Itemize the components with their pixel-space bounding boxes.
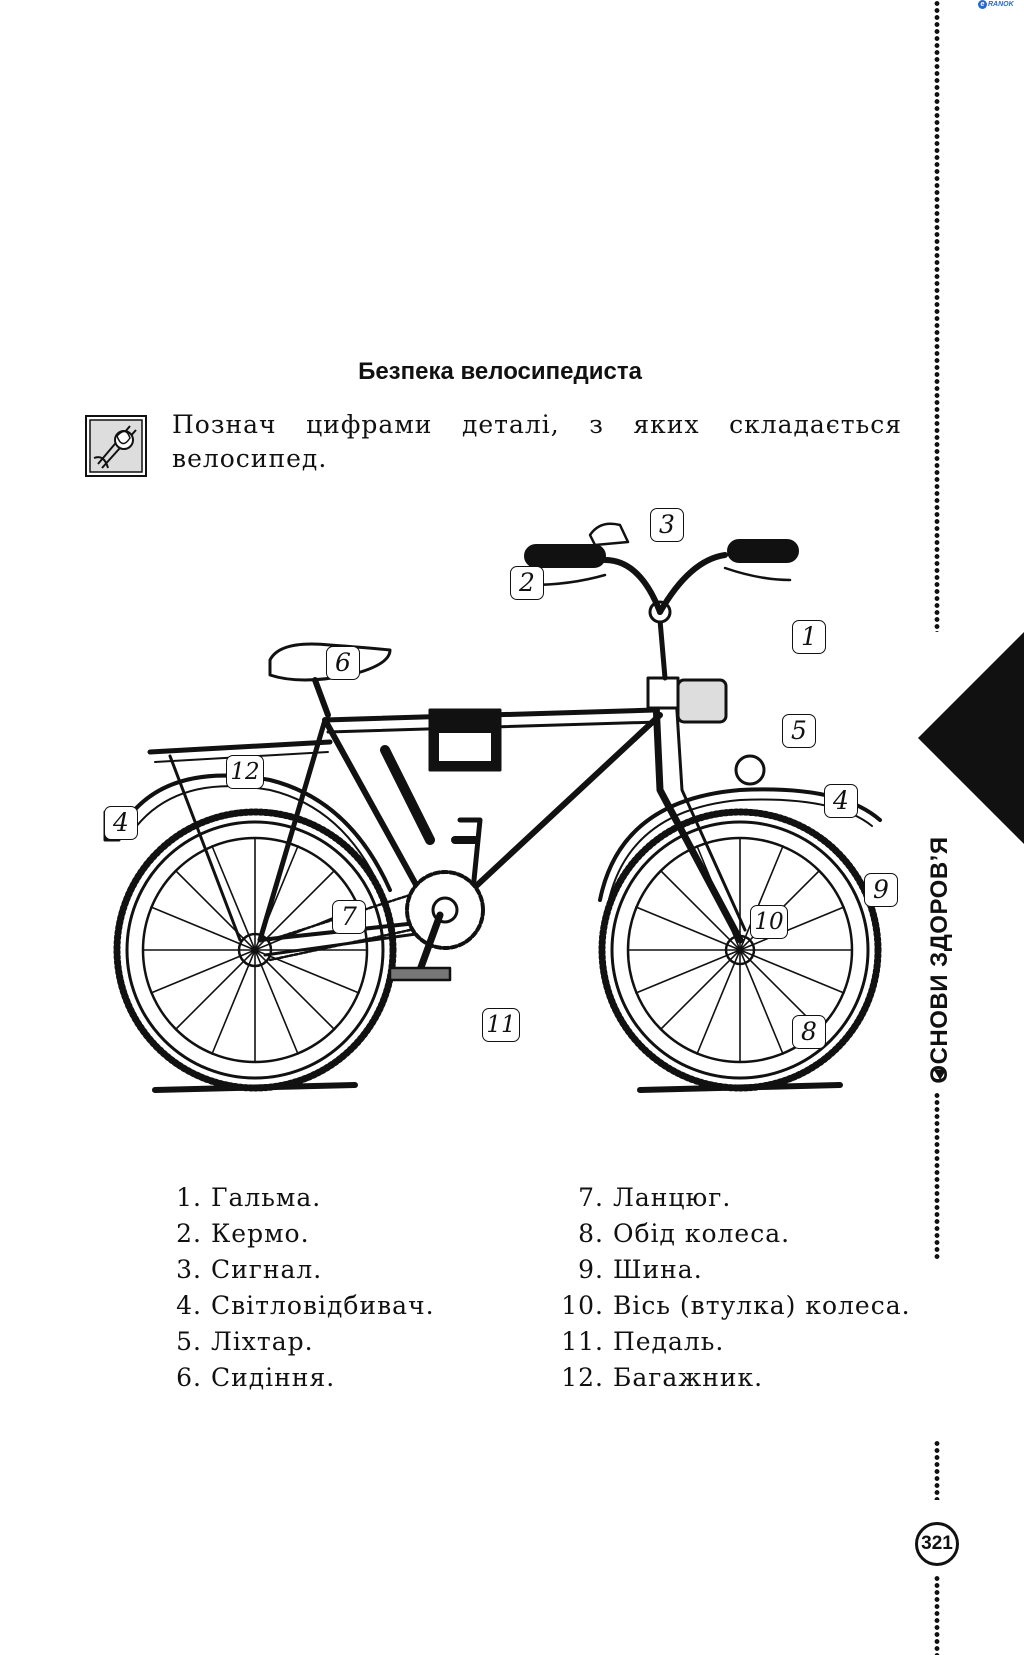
page-title: Безпека велосипедиста xyxy=(358,358,642,385)
list-item: 5. Ліхтар. xyxy=(176,1327,314,1356)
dotted-rule xyxy=(934,1092,940,1260)
diagram-label: 2 xyxy=(510,566,544,600)
dotted-rule xyxy=(934,0,940,632)
list-item: 6. Сидіння. xyxy=(176,1363,336,1392)
diagram-label: 1 xyxy=(792,620,826,654)
list-item: 3. Сигнал. xyxy=(176,1255,323,1284)
pencil-task-icon xyxy=(84,414,148,478)
side-section-title: ОСНОВИ ЗДОРОВ’Я xyxy=(926,836,953,1084)
list-item: 8. Обід колеса. xyxy=(578,1219,791,1248)
arrow-icon xyxy=(934,1070,946,1080)
diagram-label: 7 xyxy=(332,900,366,934)
dotted-rule xyxy=(934,1575,940,1655)
bicycle-diagram xyxy=(103,522,882,1093)
list-item: 10. Вісь (втулка) колеса. xyxy=(561,1291,911,1320)
list-item: 4. Світловідбивач. xyxy=(176,1291,435,1320)
diagram-label: 10 xyxy=(750,905,788,939)
diagram-label: 3 xyxy=(650,508,684,542)
list-item: 7. Ланцюг. xyxy=(578,1183,732,1212)
diagram-label: 9 xyxy=(864,873,898,907)
list-item: 1. Гальма. xyxy=(176,1183,322,1212)
diagram-label: 12 xyxy=(226,755,264,789)
list-item: 2. Кермо. xyxy=(176,1219,310,1248)
diagram-label: 5 xyxy=(782,714,816,748)
parts-list-left: 1. Гальма. 2. Кермо. 3. Сигнал. 4. Світл… xyxy=(172,1180,492,1396)
list-item: 9. Шина. xyxy=(578,1255,703,1284)
dotted-rule xyxy=(934,1440,940,1500)
diagram-label: 8 xyxy=(792,1015,826,1049)
list-item: 12. Багажник. xyxy=(561,1363,764,1392)
list-item: 11. Педаль. xyxy=(561,1327,725,1356)
section-tab-triangle xyxy=(918,632,1024,844)
page-number: 321 xyxy=(915,1522,959,1566)
task-instruction: Познач цифрами деталі, з яких складаєтьс… xyxy=(172,410,902,473)
parts-list-right: 7. Ланцюг. 8. Обід колеса. 9. Шина. 10. … xyxy=(548,1180,928,1396)
diagram-label: 6 xyxy=(326,646,360,680)
diagram-label: 4 xyxy=(824,784,858,818)
diagram-label: 4 xyxy=(104,806,138,840)
diagram-label: 11 xyxy=(482,1008,520,1042)
